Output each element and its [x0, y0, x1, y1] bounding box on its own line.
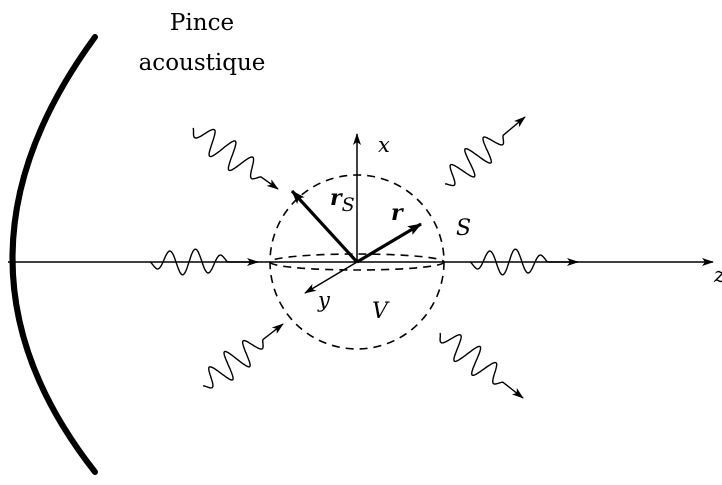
y-axis: [304, 261, 358, 294]
wave-packets: [149, 116, 579, 399]
vector-r-s-label: rS: [330, 185, 355, 216]
vector-r-label: r: [391, 200, 404, 226]
caption-line-2: acoustique: [139, 50, 266, 76]
vector-r-s-symbol: r: [330, 185, 343, 211]
transducer-arc: [9, 34, 98, 475]
caption-line-1: Pince: [170, 10, 234, 36]
wave-upper-left-incoming: [192, 127, 279, 190]
surface-label: S: [456, 216, 471, 241]
vector-r: [356, 222, 422, 264]
y-axis-label: y: [317, 288, 331, 312]
wave-upper-right-outgoing: [444, 116, 526, 187]
sphere-equator: [269, 253, 445, 271]
wave-left-incoming: [149, 248, 259, 276]
wave-lower-left-incoming: [202, 323, 284, 389]
z-axis-label: z: [713, 263, 722, 287]
wave-lower-right-outgoing: [439, 332, 524, 399]
vector-r-s-subscript: S: [342, 194, 355, 216]
wave-right-outgoing: [469, 248, 579, 276]
x-axis-label: x: [378, 133, 390, 157]
volume-label: V: [372, 299, 390, 324]
vector-r-s: [290, 189, 359, 264]
